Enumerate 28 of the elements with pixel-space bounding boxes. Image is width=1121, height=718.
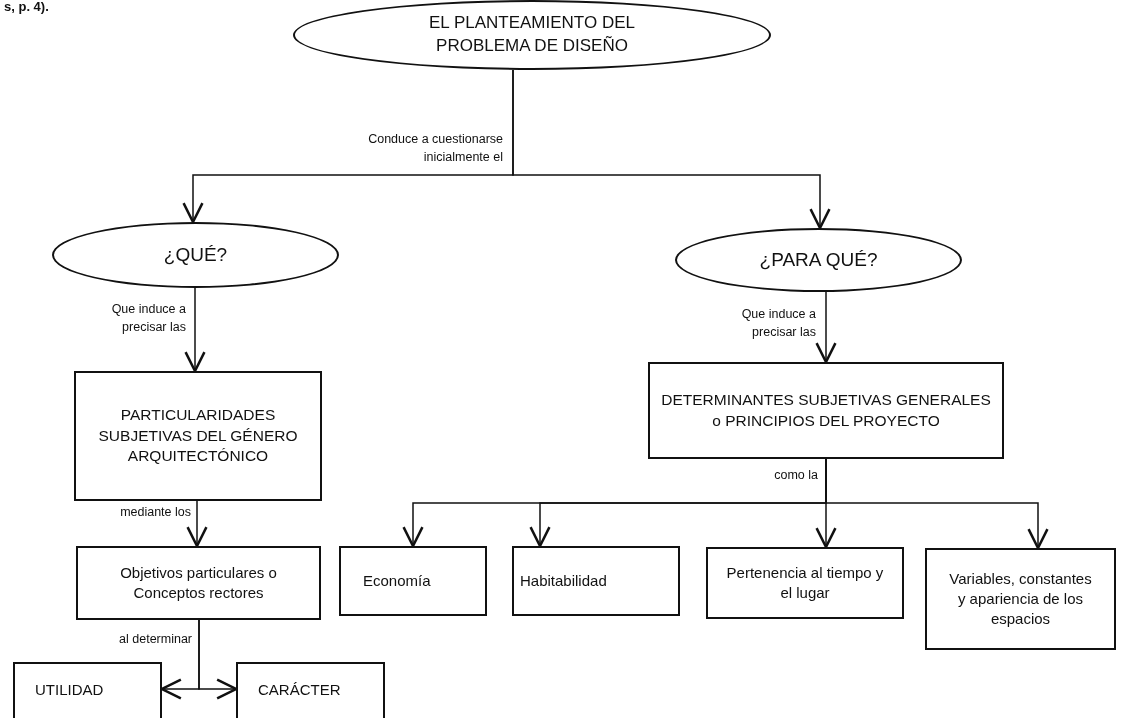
- node-text: PARTICULARIDADES SUBJETIVAS DEL GÉNERO ARQUITECTÓNICO: [98, 404, 298, 467]
- process-box: [76, 546, 321, 620]
- arrow: [186, 500, 208, 548]
- node-text: Objetivos particulares o Conceptos rectores: [119, 562, 278, 603]
- node-text: ¿PARA QUÉ?: [759, 248, 878, 273]
- arrow: [815, 291, 837, 364]
- arrow: [825, 458, 1049, 550]
- node-text: CARÁCTER: [258, 680, 341, 700]
- arrow: [198, 619, 238, 700]
- node-text: DETERMINANTES SUBJETIVAS GENERALES o PRINCIPIOS DEL PROYECTO: [660, 389, 992, 431]
- cut-off-text: s, p. 4).: [4, 0, 49, 14]
- node-text: ¿QUÉ?: [163, 243, 228, 268]
- process-box: [512, 546, 680, 616]
- process-box: [648, 362, 1004, 459]
- node-text: UTILIDAD: [35, 680, 104, 700]
- process-box: [13, 662, 162, 718]
- node-text: Pertenencia al tiempo y el lugar: [725, 562, 885, 603]
- arrow: [184, 287, 206, 373]
- node-text: Economía: [363, 570, 431, 591]
- node-text: Variables, constantes y apariencia de los espacios: [948, 568, 1093, 630]
- arrow: [512, 69, 831, 230]
- process-box: [74, 371, 322, 501]
- process-box: [236, 662, 385, 718]
- node-text: Habitabilidad: [520, 570, 607, 591]
- process-box: [925, 548, 1116, 650]
- process-box: [339, 546, 487, 616]
- process-box: [706, 547, 904, 619]
- node-text: EL PLANTEAMIENTO DEL PROBLEMA DE DISEÑO: [428, 12, 636, 57]
